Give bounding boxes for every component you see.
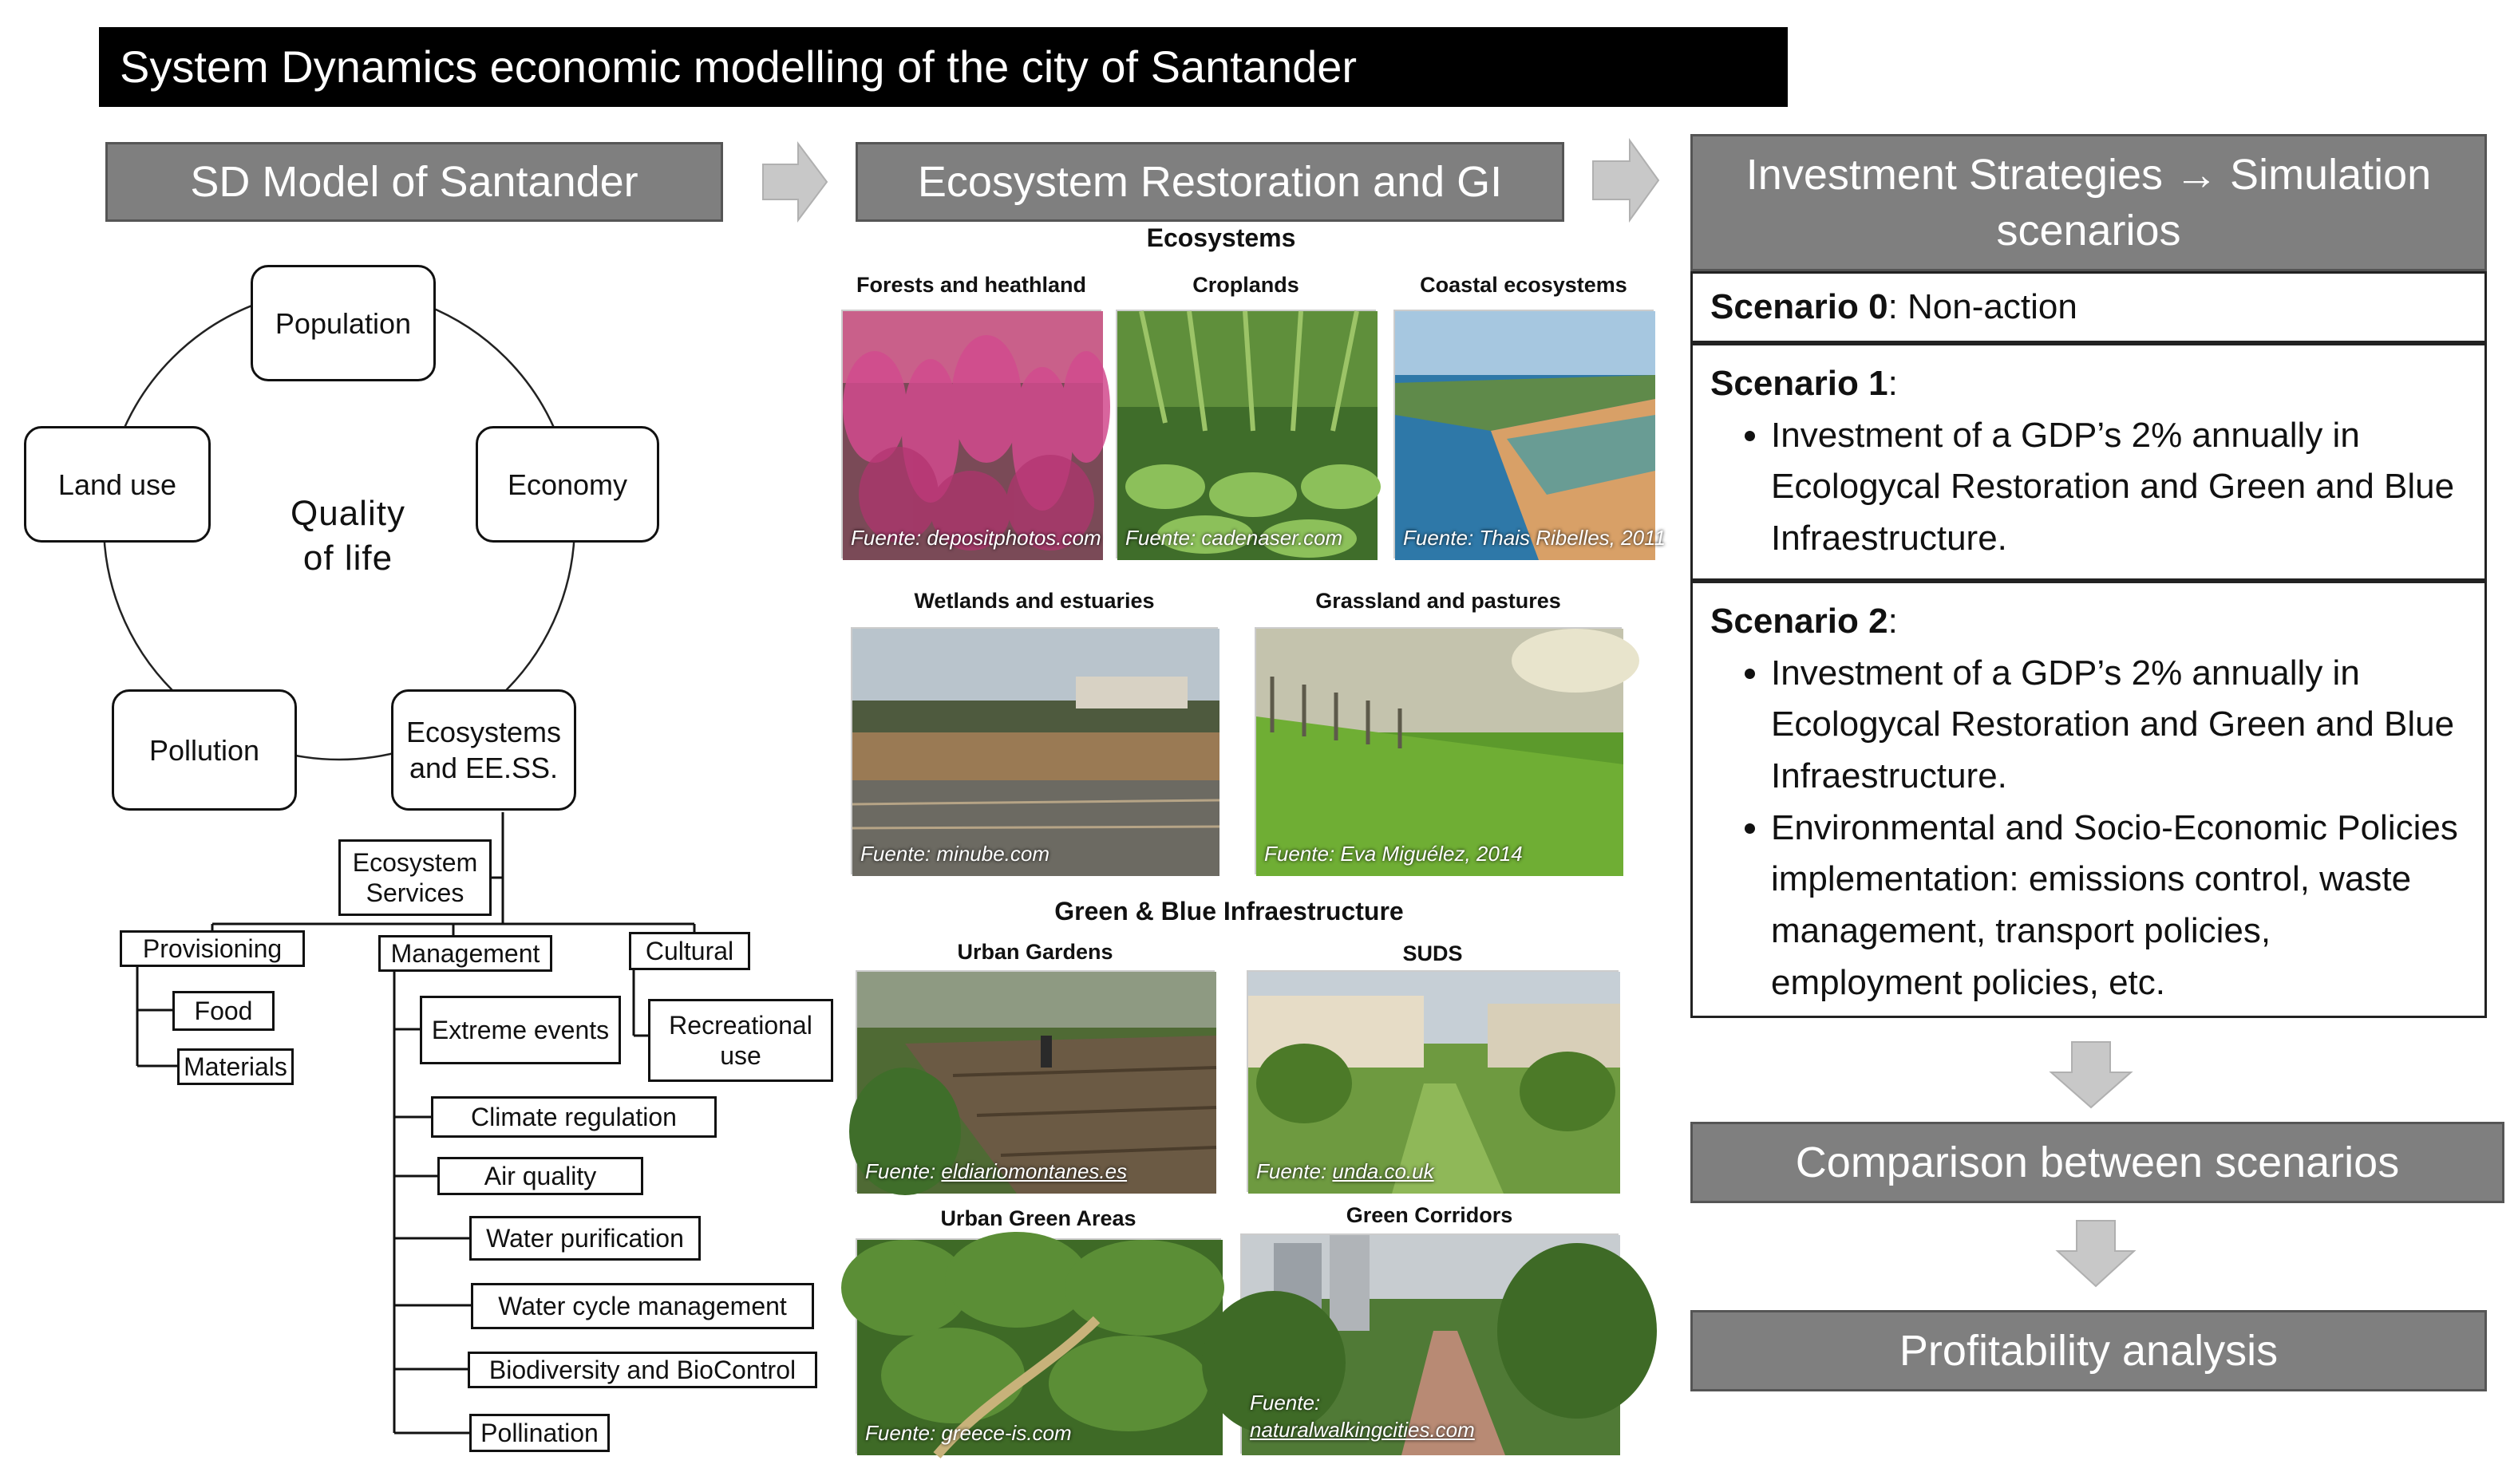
- ecosystems-title: Ecosystems: [1146, 223, 1296, 252]
- extreme-events-box: Extreme events: [420, 996, 621, 1064]
- page-title: System Dynamics economic modelling of th…: [99, 27, 1788, 107]
- scenario-2-bullet: Environmental and Socio-Economic Policie…: [1771, 803, 2467, 1009]
- wetlands-credit: Fuente: minube.com: [860, 842, 1050, 866]
- population-node: Population: [251, 265, 436, 381]
- scenario-1-bullet: Investment of a GDP’s 2% annually in Eco…: [1771, 410, 2467, 565]
- coastal-photo: Fuente: Thais Ribelles, 2011: [1393, 310, 1666, 560]
- urban-green-label: Urban Green Areas: [940, 1206, 1136, 1230]
- arrow-right-icon: [1592, 137, 1660, 223]
- pollination-box: Pollination: [469, 1414, 610, 1452]
- croplands-credit: Fuente: cadenaser.com: [1125, 526, 1343, 550]
- urban-gardens-photo: Fuente: eldiariomontanes.es: [849, 970, 1217, 1195]
- land-use-node: Land use: [24, 426, 211, 543]
- profitability-box: Profitability analysis: [1690, 1310, 2487, 1391]
- ecosystems-node: Ecosystems and EE.SS.: [391, 689, 576, 811]
- croplands-photo: Fuente: cadenaser.com: [1116, 310, 1381, 560]
- urban-green-photo: Fuente: greece-is.com: [841, 1232, 1224, 1458]
- economy-node: Economy: [476, 426, 659, 543]
- urban-gardens-label: Urban Gardens: [957, 940, 1113, 964]
- suds-photo: Fuente: unda.co.uk: [1247, 970, 1620, 1194]
- scenario-1-name: Scenario 1: [1710, 364, 1888, 403]
- water-purification-box: Water purification: [469, 1216, 701, 1261]
- materials-box: Materials: [177, 1048, 294, 1085]
- climate-regulation-box: Climate regulation: [431, 1096, 717, 1138]
- ecosystem-services-box: Ecosystem Services: [338, 839, 492, 916]
- water-cycle-box: Water cycle management: [471, 1283, 814, 1329]
- corridors-photo: Fuente: naturalwalkingcities.com: [1202, 1233, 1657, 1455]
- food-box: Food: [172, 991, 275, 1031]
- wetlands-label: Wetlands and estuaries: [914, 589, 1155, 613]
- urban-green-credit: Fuente: greece-is.com: [865, 1421, 1072, 1445]
- sd-model-header: SD Model of Santander: [105, 142, 723, 222]
- croplands-label: Croplands: [1192, 273, 1299, 297]
- biodiversity-box: Biodiversity and BioControl: [468, 1352, 817, 1388]
- forests-credit: Fuente: depositphotos.com: [851, 526, 1101, 550]
- suds-label: SUDS: [1402, 941, 1463, 965]
- grassland-credit: Fuente: Eva Miguélez, 2014: [1264, 842, 1523, 866]
- scenario-2: Scenario 2: Investment of a GDP’s 2% ann…: [1690, 581, 2487, 1018]
- forests-photo: Fuente: depositphotos.com: [841, 310, 1110, 560]
- coastal-credit: Fuente: Thais Ribelles, 2011: [1403, 526, 1666, 550]
- scenario-2-name: Scenario 2: [1710, 602, 1888, 641]
- urban-gardens-credit: Fuente: eldiariomontanes.es: [865, 1159, 1128, 1183]
- management-box: Management: [378, 935, 552, 972]
- scenario-1: Scenario 1: Investment of a GDP’s 2% ann…: [1690, 343, 2487, 581]
- scenario-0: Scenario 0: Non-action: [1690, 271, 2487, 343]
- arrow-right-icon: [762, 141, 828, 223]
- corridors-credit: Fuente: naturalwalkingcities.com: [1250, 1391, 1475, 1443]
- corridors-label: Green Corridors: [1346, 1203, 1513, 1227]
- scenario-0-name: Scenario 0: [1710, 286, 1888, 326]
- comparison-box: Comparison between scenarios: [1690, 1122, 2504, 1203]
- coastal-label: Coastal ecosystems: [1420, 273, 1627, 297]
- scenario-0-text: : Non-action: [1888, 286, 2077, 326]
- pollution-node: Pollution: [112, 689, 297, 811]
- arrow-down-icon: [2055, 1220, 2137, 1288]
- quality-of-life-label: Quality of life: [291, 494, 405, 578]
- ecosystem-restoration-header: Ecosystem Restoration and GI: [856, 142, 1564, 222]
- cultural-box: Cultural: [629, 932, 750, 970]
- forests-label: Forests and heathland: [856, 273, 1087, 297]
- suds-credit: Fuente: unda.co.uk: [1256, 1159, 1434, 1183]
- air-quality-box: Air quality: [437, 1157, 643, 1195]
- wetlands-photo: Fuente: minube.com: [851, 627, 1220, 876]
- provisioning-box: Provisioning: [120, 930, 305, 967]
- grassland-photo: Fuente: Eva Miguélez, 2014: [1255, 627, 1639, 876]
- arrow-down-icon: [2049, 1041, 2133, 1109]
- investment-strategies-header: Investment Strategies → Simulation scena…: [1690, 134, 2487, 271]
- gbi-title: Green & Blue Infraestructure: [1054, 897, 1404, 926]
- grassland-label: Grassland and pastures: [1315, 589, 1561, 613]
- recreational-use-box: Recreational use: [648, 999, 833, 1082]
- scenario-2-bullet: Investment of a GDP’s 2% annually in Eco…: [1771, 648, 2467, 803]
